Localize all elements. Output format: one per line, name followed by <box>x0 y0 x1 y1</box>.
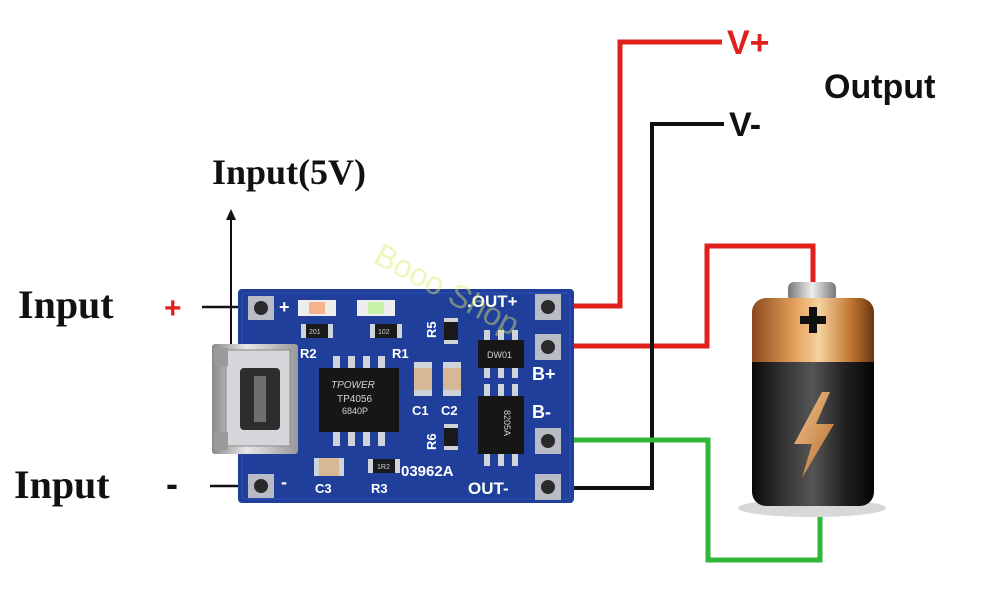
pad-input-minus <box>248 474 274 498</box>
silk-r3: R3 <box>371 481 388 496</box>
output-label: Output <box>824 68 935 106</box>
charger-board: + - .OUT+ B+ B- OUT- R2 R1 R5 C1 C2 R6 C… <box>238 289 574 503</box>
svg-text:1R2: 1R2 <box>377 464 390 471</box>
input-plus-sign: + <box>164 292 182 325</box>
silk-c1: C1 <box>412 403 429 418</box>
silk-code: 03962A <box>401 463 454 480</box>
input-arrow-head <box>226 209 236 220</box>
input-5v-label: Input(5V) <box>212 152 366 192</box>
wire-b-minus <box>572 437 823 563</box>
svg-text:TPOWER: TPOWER <box>331 380 375 391</box>
svg-text:TP4056: TP4056 <box>337 394 372 405</box>
silk-b-plus: B+ <box>532 364 556 384</box>
pad-b-minus <box>535 428 561 454</box>
resistor-r1: 102 <box>370 324 402 338</box>
wire-b-plus <box>572 243 816 349</box>
input-plus-label: Input <box>18 282 114 327</box>
capacitor-c1 <box>414 362 432 396</box>
silk-b-minus: B- <box>532 402 551 422</box>
input-minus-label: Input <box>14 462 110 507</box>
v-minus-label: V- <box>729 106 761 144</box>
silk-r5: R5 <box>424 321 439 338</box>
silk-minus: - <box>281 472 287 492</box>
pad-out-plus <box>535 294 561 320</box>
silk-c3: C3 <box>315 481 332 496</box>
pad-input-plus <box>248 296 274 320</box>
svg-text:201: 201 <box>309 329 321 336</box>
lightning-bolt-icon <box>794 392 834 478</box>
wire-v-minus <box>572 122 724 490</box>
led-green <box>357 300 395 316</box>
wire-v-plus <box>572 39 722 309</box>
resistor-r5 <box>444 318 458 344</box>
pad-out-minus <box>535 474 561 500</box>
capacitor-c2 <box>443 362 461 396</box>
silk-out-plus: .OUT+ <box>467 292 518 311</box>
v-plus-label: V+ <box>727 24 770 62</box>
svg-text:102: 102 <box>378 329 390 336</box>
svg-text:6840P: 6840P <box>342 406 368 416</box>
svg-text:8205A: 8205A <box>502 410 512 436</box>
resistor-r3: 1R2 <box>368 459 400 473</box>
silk-r2: R2 <box>300 346 317 361</box>
resistor-r6 <box>444 424 458 450</box>
svg-text:DW01: DW01 <box>487 350 512 360</box>
input-minus-sign: - <box>166 463 178 504</box>
silk-c2: C2 <box>441 403 458 418</box>
silk-plus: + <box>279 297 290 317</box>
charger-ic: TPOWER TP4056 6840P <box>319 356 399 446</box>
protection-ic: DW01 <box>478 330 524 378</box>
silk-out-minus: OUT- <box>468 479 509 498</box>
pad-b-plus <box>535 334 561 360</box>
led-red <box>298 300 336 316</box>
silk-r1: R1 <box>392 346 409 361</box>
resistor-r2: 201 <box>301 324 333 338</box>
mosfet-ic: 8205A <box>478 384 524 466</box>
battery-icon <box>738 282 886 517</box>
silk-r6: R6 <box>424 433 439 450</box>
micro-usb-port-icon <box>212 344 298 454</box>
capacitor-c3 <box>314 458 344 476</box>
